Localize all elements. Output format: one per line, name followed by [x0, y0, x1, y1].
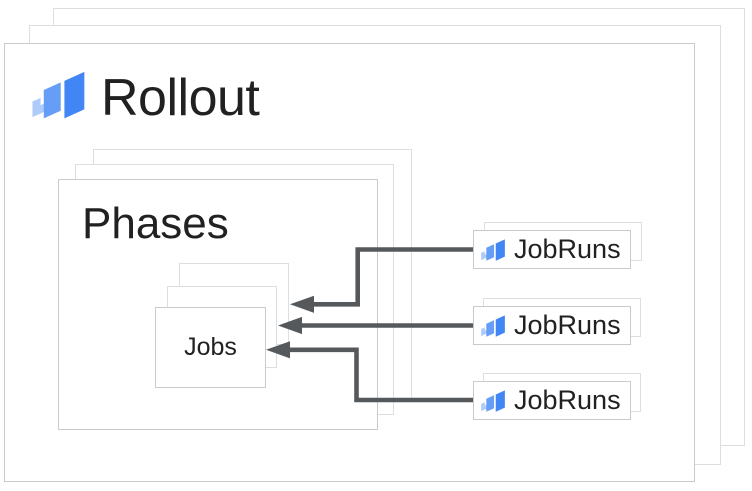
deploy-icon-medium-shape	[43, 82, 61, 119]
deploy-icon-light-shape	[481, 326, 489, 336]
deploy-icon-light-shape	[32, 97, 49, 118]
jobruns-3-label: JobRuns	[514, 385, 621, 415]
jobruns-2-label: JobRuns	[514, 310, 621, 340]
cloud-deploy-icon	[481, 389, 505, 412]
jobruns-3-card: JobRuns	[473, 381, 631, 420]
deploy-icon-dark-shape	[64, 71, 85, 119]
cloud-deploy-icon	[32, 71, 85, 119]
deploy-icon-dark-shape	[495, 314, 505, 337]
phases-title: Phases	[82, 199, 229, 248]
jobs-card: Jobs	[155, 307, 266, 388]
cloud-deploy-icon	[481, 314, 505, 337]
jobruns-1-card: JobRuns	[473, 230, 631, 269]
deploy-icon-medium-shape	[486, 319, 495, 337]
deploy-icon-light-shape	[481, 250, 489, 260]
jobruns-2-card: JobRuns	[473, 306, 631, 345]
jobruns-1-label: JobRuns	[514, 234, 621, 264]
deploy-icon-medium-shape	[486, 394, 495, 412]
rollout-title: Rollout	[101, 69, 260, 127]
cloud-deploy-icon	[481, 238, 505, 261]
deploy-icon-medium-shape	[486, 243, 495, 261]
deploy-icon-dark-shape	[495, 238, 505, 261]
deploy-icon-light-shape	[481, 401, 489, 411]
deploy-icon-dark-shape	[495, 389, 505, 412]
jobs-title: Jobs	[184, 333, 237, 361]
